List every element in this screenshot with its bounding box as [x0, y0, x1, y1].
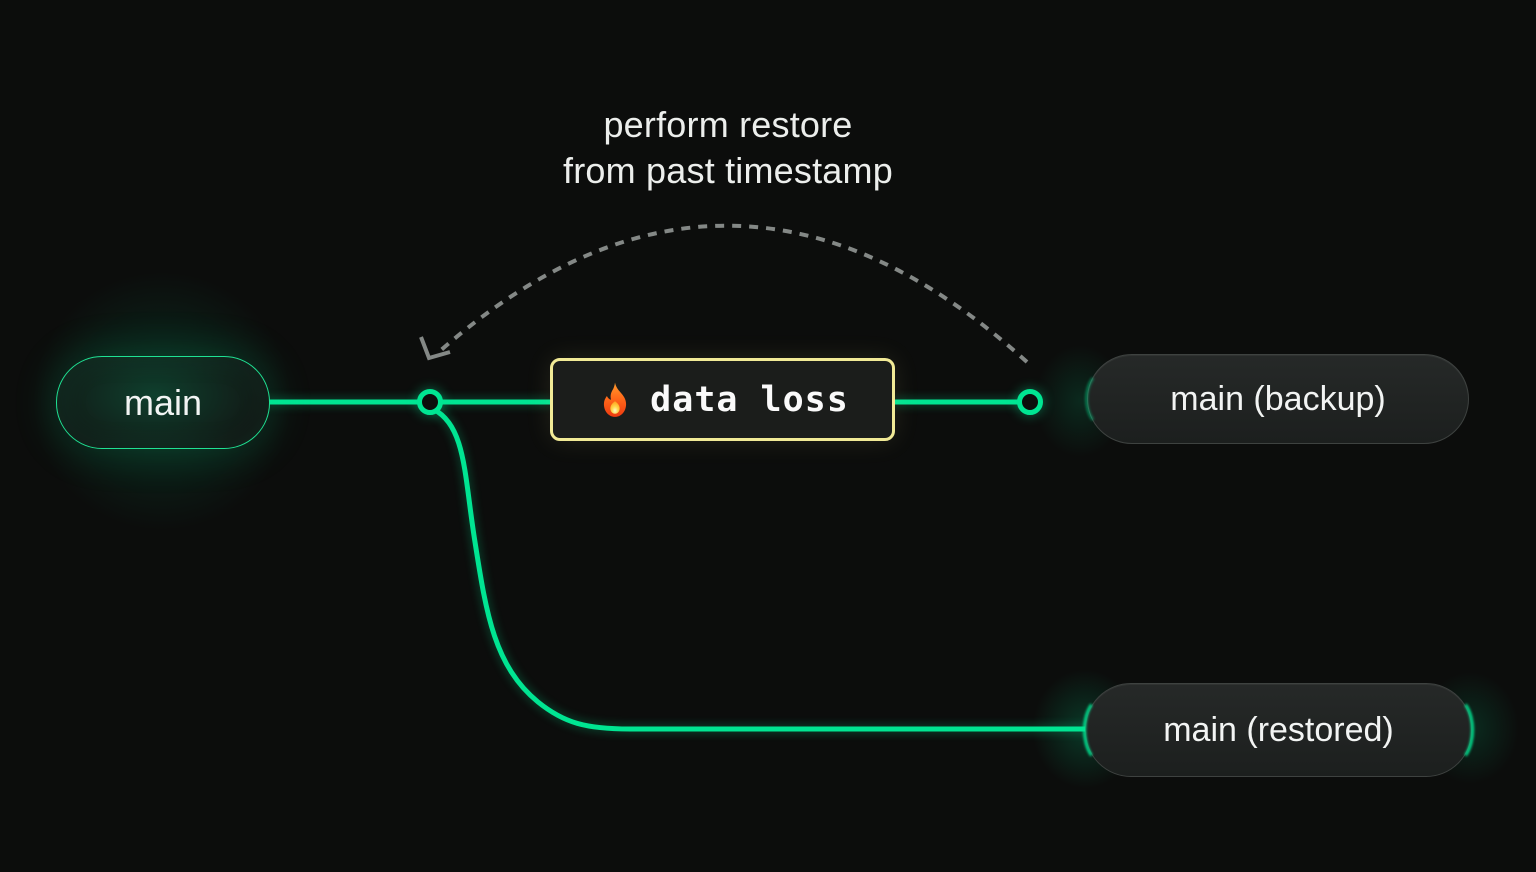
restore-annotation-line1: perform restore	[603, 104, 853, 145]
branch-label-backup: main (backup)	[1170, 379, 1386, 418]
branch-node-main: main	[56, 356, 270, 449]
branch-label-restored: main (restored)	[1163, 710, 1394, 749]
restore-arc	[438, 223, 1029, 364]
restored-branch-curve	[431, 406, 1087, 732]
data-loss-label: data loss	[650, 379, 849, 420]
branch-node-backup: main (backup)	[1085, 354, 1469, 444]
fire-icon	[604, 382, 627, 417]
data-loss-event-box: data loss	[550, 358, 895, 441]
restore-annotation-line2: from past timestamp	[563, 150, 893, 191]
restore-arrow-head-icon	[419, 336, 451, 361]
branch-label-main: main	[123, 381, 203, 423]
backup-commit-point-icon	[1017, 389, 1043, 415]
commit-point-icon	[417, 389, 443, 415]
backup-left-green-edge	[1085, 370, 1125, 428]
branch-node-restored: main (restored)	[1083, 683, 1474, 777]
restore-annotation: perform restore from past timestamp	[428, 102, 1028, 194]
